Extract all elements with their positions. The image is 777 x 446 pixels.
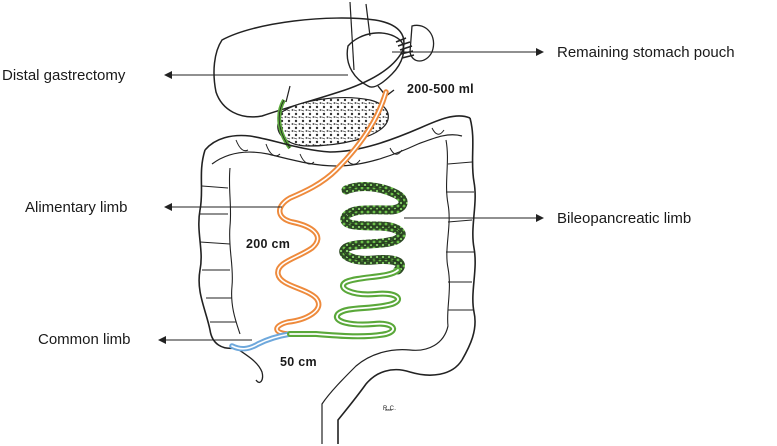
label-alimentary-limb: Alimentary limb [25, 199, 128, 216]
alimentary-length-annotation: 200 cm [246, 237, 291, 251]
pancreas [277, 97, 389, 147]
staple-line [395, 37, 415, 59]
liver-lobe-line [365, 3, 371, 37]
label-distal-gastrectomy: Distal gastrectomy [2, 67, 126, 84]
arrow-common-limb [158, 336, 252, 344]
arrow-distal-gastrectomy [164, 71, 348, 79]
artist-initials: R.C. [383, 406, 397, 412]
descending-colon [461, 117, 476, 361]
biliopancreatic-limb-lower [287, 267, 402, 340]
label-bileopancreatic-limb: Bileopancreatic limb [557, 210, 692, 227]
duodenum-outline [285, 85, 291, 103]
liver-ligament [349, 1, 355, 71]
appendix [235, 347, 264, 384]
pouch-volume-annotation: 200-500 ml [407, 82, 474, 96]
liver [213, 17, 405, 118]
label-common-limb: Common limb [38, 331, 131, 348]
arrow-remaining-pouch [392, 48, 544, 56]
sigmoid-colon [337, 359, 463, 444]
transverse-colon [204, 115, 471, 153]
label-remaining-stomach-pouch: Remaining stomach pouch [557, 44, 735, 61]
arrow-bileopancreatic-limb [404, 214, 544, 222]
arrow-alimentary-limb [164, 203, 282, 211]
stomach-pouch [346, 32, 405, 88]
common-length-annotation: 50 cm [280, 355, 317, 369]
